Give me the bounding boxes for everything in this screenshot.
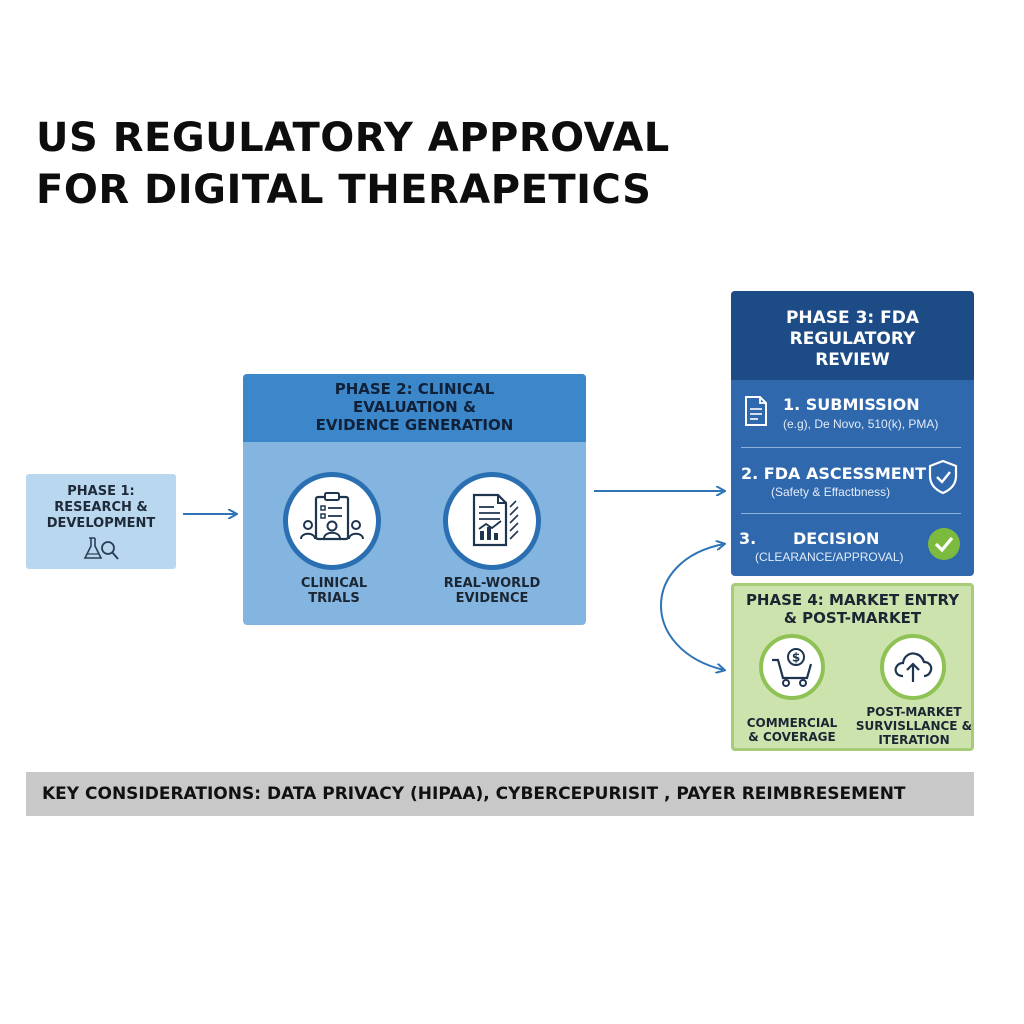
phase3-heading-line-2: REGULATORY — [789, 329, 916, 349]
phase3-heading-line-1: PHASE 3: FDA — [785, 308, 920, 328]
post-market-surveillance-label: POST-MARKET SURVISLLANCE & ITERATION — [852, 705, 976, 747]
post-market-label-line-2: SURVISLLANCE & — [855, 719, 973, 733]
document-icon — [743, 395, 769, 432]
post-market-label-line-3: ITERATION — [878, 733, 950, 747]
post-market-label-line-1: POST-MARKET — [866, 705, 962, 719]
title-line-2: FOR DIGITAL THERAPETICS — [36, 167, 652, 213]
phase2-heading-line-2: EVALUATION & — [352, 398, 477, 416]
step-divider-1 — [741, 447, 961, 448]
step-decision-sub: (CLEARANCE/APPROVAL) — [755, 550, 904, 564]
commercial-coverage-label-line-1: COMMERCIAL — [746, 716, 838, 730]
phase3-heading-line-3: REVIEW — [815, 350, 890, 370]
phase3-box: PHASE 3: FDA REGULATORY REVIEW 1. SUBMIS… — [731, 291, 974, 576]
phase2-heading-line-1: PHASE 2: CLINICAL — [334, 380, 495, 398]
shopping-cart-dollar-icon: $ — [759, 634, 825, 700]
step-divider-2 — [741, 513, 961, 514]
step-decision-number: 3. — [739, 529, 757, 548]
clinical-trials-label-line-2: TRIALS — [308, 591, 360, 606]
phase2-heading: PHASE 2: CLINICAL EVALUATION & EVIDENCE … — [243, 374, 586, 442]
clinical-trials-label-line-1: CLINICAL — [300, 576, 368, 591]
page-title: US REGULATORY APPROVAL FOR DIGITAL THERA… — [36, 112, 936, 216]
key-considerations-bar: KEY CONSIDERATIONS: DATA PRIVACY (HIPAA)… — [26, 772, 974, 816]
lab-flask-magnifier-icon — [26, 536, 176, 567]
phase1-box: PHASE 1: RESEARCH & DEVELOPMENT — [26, 474, 176, 569]
step-submission-sub: (e.g), De Novo, 510(k), PMA) — [783, 417, 939, 431]
clipboard-people-icon — [283, 472, 381, 570]
real-world-evidence-label-line-1: REAL-WORLD — [443, 576, 541, 591]
document-chart-icon — [443, 472, 541, 570]
phase4-heading-line-2: & POST-MARKET — [783, 609, 922, 627]
phase4-box: PHASE 4: MARKET ENTRY & POST-MARKET $ CO… — [731, 583, 974, 751]
phase1-line-3: DEVELOPMENT — [46, 516, 156, 531]
commercial-coverage-label-line-2: & COVERAGE — [748, 730, 836, 744]
commercial-coverage-label: COMMERCIAL & COVERAGE — [742, 716, 842, 744]
clinical-trials-label: CLINICAL TRIALS — [264, 576, 404, 606]
arrow-loop-phase4-phase3 — [660, 544, 724, 670]
real-world-evidence-label: REAL-WORLD EVIDENCE — [422, 576, 562, 606]
check-circle-icon — [927, 527, 961, 566]
step-submission-title: 1. SUBMISSION — [783, 395, 920, 414]
phase2-heading-line-3: EVIDENCE GENERATION — [315, 416, 514, 434]
step-decision-title: DECISION — [793, 529, 880, 548]
phase2-box: PHASE 2: CLINICAL EVALUATION & EVIDENCE … — [243, 374, 586, 625]
cloud-upload-icon — [880, 634, 946, 700]
real-world-evidence-label-line-2: EVIDENCE — [455, 591, 529, 606]
phase4-heading: PHASE 4: MARKET ENTRY & POST-MARKET — [734, 591, 971, 627]
phase4-heading-line-1: PHASE 4: MARKET ENTRY — [745, 591, 960, 609]
title-line-1: US REGULATORY APPROVAL — [36, 115, 670, 161]
phase3-heading: PHASE 3: FDA REGULATORY REVIEW — [731, 291, 974, 380]
shield-check-icon — [927, 459, 959, 500]
step-assessment-title: 2. FDA ASCESSMENT — [741, 464, 927, 483]
phase1-line-2: RESEARCH & — [54, 500, 148, 515]
step-assessment-sub: (Safety & Effactbness) — [771, 485, 891, 499]
svg-text:$: $ — [792, 651, 800, 665]
phase1-line-1: PHASE 1: — [67, 484, 135, 499]
